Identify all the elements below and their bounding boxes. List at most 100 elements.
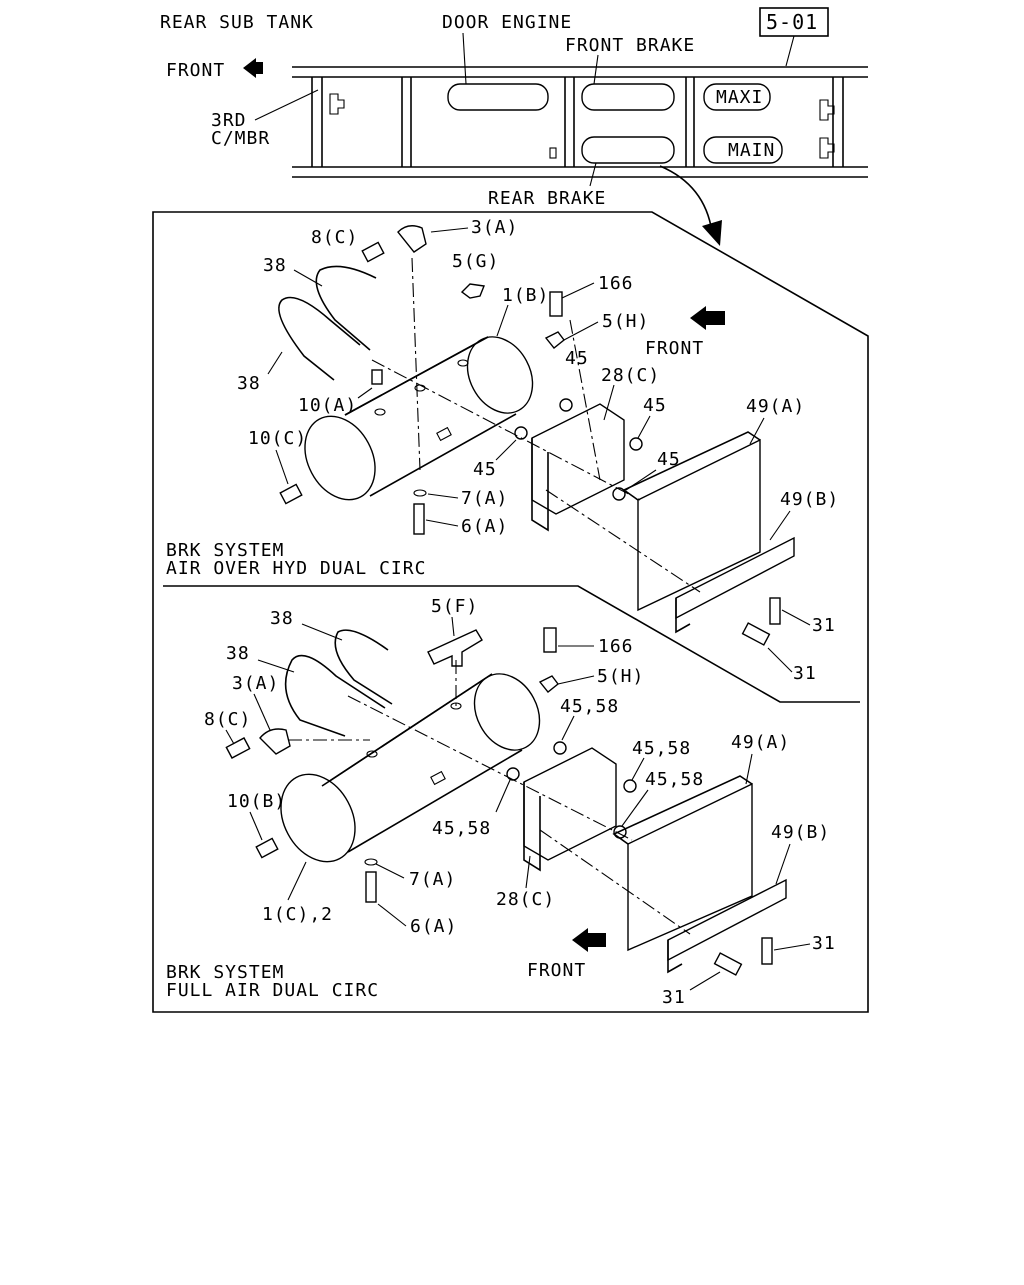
callout-45-58-b: 45,58 xyxy=(632,738,691,759)
washer-7a-lower xyxy=(364,858,378,866)
plug-10b xyxy=(255,837,279,859)
callout-45-58-c: 45,58 xyxy=(645,769,704,790)
label-rear-brake: REAR BRAKE xyxy=(488,188,606,209)
callout-31-c: 31 xyxy=(812,933,836,954)
callout-45-a: 45 xyxy=(565,348,589,369)
section-divider xyxy=(163,585,860,703)
callout-3a-lower: 3(A) xyxy=(232,673,279,694)
callout-38-a: 38 xyxy=(263,255,287,276)
plug-10c xyxy=(279,483,303,505)
callout-45-58-a: 45,58 xyxy=(560,696,619,717)
front-arrow-icon xyxy=(243,58,263,78)
callout-6a-upper: 6(A) xyxy=(461,516,508,537)
callout-31-d: 31 xyxy=(662,987,686,1008)
callout-7a-lower: 7(A) xyxy=(409,869,456,890)
bracket-28c-upper xyxy=(531,403,625,515)
pipe-38-b xyxy=(315,265,377,351)
tank-rear-brake xyxy=(581,136,675,164)
fitting-5h xyxy=(544,331,565,349)
upper-assembly: FRONT 8(C) 3(A) 5(G) 38 1(B) 166 5(H) 38… xyxy=(166,217,839,684)
tank-door-engine xyxy=(447,83,549,111)
tank-maxi xyxy=(703,83,771,111)
label-front-lower: FRONT xyxy=(527,960,586,981)
callout-49b-lower: 49(B) xyxy=(771,822,830,843)
callout-5h-lower: 5(H) xyxy=(597,666,644,687)
drain-valve-6a xyxy=(413,503,425,535)
fitting-5h-lower xyxy=(538,675,559,693)
fitting-3a-lower xyxy=(259,728,291,755)
callout-6a-lower: 6(A) xyxy=(410,916,457,937)
upper-system-line2: AIR OVER HYD DUAL CIRC xyxy=(166,558,426,579)
callout-1b: 1(B) xyxy=(502,285,549,306)
callout-45-b: 45 xyxy=(643,395,667,416)
callout-31-a: 31 xyxy=(812,615,836,636)
callout-5f: 5(F) xyxy=(431,596,478,617)
callout-28c-lower: 28(C) xyxy=(496,889,555,910)
callout-49a-upper: 49(A) xyxy=(746,396,805,417)
label-main: MAIN xyxy=(728,140,775,161)
callout-166: 166 xyxy=(598,273,634,294)
callout-10c: 10(C) xyxy=(248,428,307,449)
bolt-31-c xyxy=(761,937,773,965)
lower-system-line1: BRK SYSTEM xyxy=(166,962,284,983)
callout-49a-lower: 49(A) xyxy=(731,732,790,753)
callout-38-c: 38 xyxy=(270,608,294,629)
pipe-38-a xyxy=(278,296,361,381)
callout-38-b: 38 xyxy=(237,373,261,394)
detail-frame xyxy=(152,211,869,1013)
bolt-31-a xyxy=(769,597,781,625)
label-rear-sub-tank: REAR SUB TANK xyxy=(160,12,314,33)
bracket-49a-upper xyxy=(637,438,761,612)
chassis-overview: REAR SUB TANK DOOR ENGINE FRONT BRAKE FR… xyxy=(160,7,868,246)
fitting-166 xyxy=(549,291,563,317)
tank-front-brake xyxy=(581,83,675,111)
callout-8c-lower: 8(C) xyxy=(204,709,251,730)
label-crossmember-1: 3RD xyxy=(211,110,247,131)
label-front-upper: FRONT xyxy=(645,338,704,359)
callout-45-d: 45 xyxy=(657,449,681,470)
callout-45-58-d: 45,58 xyxy=(432,818,491,839)
pipe-38-d xyxy=(334,629,393,705)
callout-10a: 10(A) xyxy=(298,395,357,416)
callout-31-b: 31 xyxy=(793,663,817,684)
callout-45-c: 45 xyxy=(473,459,497,480)
bracket-28c-lower xyxy=(523,747,617,861)
callout-3a: 3(A) xyxy=(471,217,518,238)
callout-5h: 5(H) xyxy=(602,311,649,332)
lower-system-line2: FULL AIR DUAL CIRC xyxy=(166,980,379,1001)
bracket-49a-lower xyxy=(627,782,753,952)
detail-pointer xyxy=(659,165,713,233)
washer-7a xyxy=(413,489,427,497)
air-tank-lower xyxy=(280,673,541,863)
callout-5g: 5(G) xyxy=(452,251,499,272)
callout-28c-upper: 28(C) xyxy=(601,365,660,386)
front-arrow-lower-icon xyxy=(572,928,606,952)
page-ref: 5-01 xyxy=(766,10,818,34)
callout-8c: 8(C) xyxy=(311,227,358,248)
label-door-engine: DOOR ENGINE xyxy=(442,12,572,33)
pipe-38-c xyxy=(284,654,386,737)
upper-system-line1: BRK SYSTEM xyxy=(166,540,284,561)
plug-10a xyxy=(371,369,383,385)
callout-49b-upper: 49(B) xyxy=(780,489,839,510)
fitting-3a xyxy=(397,225,427,253)
label-crossmember-2: C/MBR xyxy=(211,128,270,149)
callout-1c-2: 1(C),2 xyxy=(262,904,333,925)
lower-assembly: FRONT 5(F) 38 166 38 5(H) 3(A) 45,58 8(C… xyxy=(166,596,836,1008)
fitting-8c-lower xyxy=(225,737,251,759)
fitting-8c xyxy=(361,241,385,263)
fitting-5g xyxy=(460,283,485,299)
fitting-5f xyxy=(427,629,483,667)
callout-38-d: 38 xyxy=(226,643,250,664)
label-maxi: MAXI xyxy=(716,87,763,108)
fitting-166-lower xyxy=(543,627,557,653)
callout-7a-upper: 7(A) xyxy=(461,488,508,509)
callout-166-lower: 166 xyxy=(598,636,634,657)
front-arrow-upper-icon xyxy=(690,306,725,330)
label-front-brake: FRONT BRAKE xyxy=(565,35,695,56)
bolt-31-b xyxy=(741,622,771,646)
label-front-overview: FRONT xyxy=(166,60,225,81)
pointer-arrow-icon xyxy=(702,220,722,246)
bolt-31-d xyxy=(713,952,743,976)
